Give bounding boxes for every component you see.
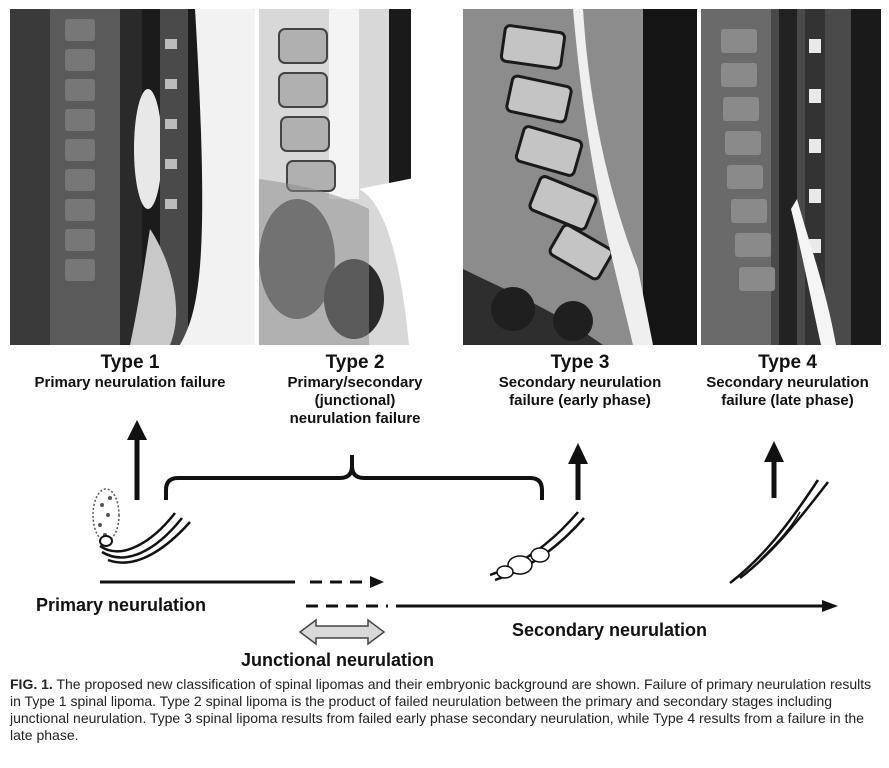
figure-caption: FIG. 1. The proposed new classification … xyxy=(10,676,880,744)
primary-neurulation-label: Primary neurulation xyxy=(36,595,206,615)
panel-label-type-4: Type 4 Secondary neurulation failure (la… xyxy=(686,352,889,410)
secondary-neurulation-arrow xyxy=(306,600,838,612)
type-1-tube-sketch xyxy=(92,488,191,564)
panel-description: Secondary neurulation failure (late phas… xyxy=(706,374,869,409)
up-arrow-type-4 xyxy=(764,441,784,498)
mri-image-type-4 xyxy=(701,9,881,345)
caption-text: The proposed new classification of spina… xyxy=(10,676,872,743)
panel-title: Type 3 xyxy=(550,352,610,373)
type-3-tube-sketch xyxy=(489,511,585,582)
caption-label: FIG. 1. xyxy=(10,676,53,692)
panel-title: Type 4 xyxy=(758,352,817,373)
up-arrow-type-3 xyxy=(568,443,588,500)
junctional-double-arrow xyxy=(298,618,386,646)
panel-label-type-1: Type 1 Primary neurulation failure xyxy=(0,352,260,392)
panel-label-type-2: Type 2 Primary/secondary (junctional) ne… xyxy=(255,352,455,428)
type-4-tube-sketch xyxy=(729,479,829,584)
mri-image-type-1 xyxy=(10,9,255,345)
panel-description: Primary neurulation failure xyxy=(34,374,226,391)
primary-neurulation-arrow xyxy=(100,576,384,588)
mri-image-type-3 xyxy=(463,9,697,345)
junctional-neurulation-label: Junctional neurulation xyxy=(241,650,434,670)
secondary-neurulation-label: Secondary neurulation xyxy=(512,620,707,640)
panel-title: Type 1 xyxy=(100,352,160,373)
type-2-bracket xyxy=(164,455,544,500)
neurulation-diagram: Primary neurulation Secondary neurulatio… xyxy=(36,420,838,670)
panel-title: Type 2 xyxy=(325,352,385,373)
panel-description: Primary/secondary (junctional) neurulati… xyxy=(287,374,423,427)
mri-image-type-2 xyxy=(259,9,459,345)
panel-description: Secondary neurulation failure (early pha… xyxy=(498,374,662,409)
panel-label-type-3: Type 3 Secondary neurulation failure (ea… xyxy=(463,352,697,410)
up-arrow-type-1 xyxy=(127,420,147,500)
